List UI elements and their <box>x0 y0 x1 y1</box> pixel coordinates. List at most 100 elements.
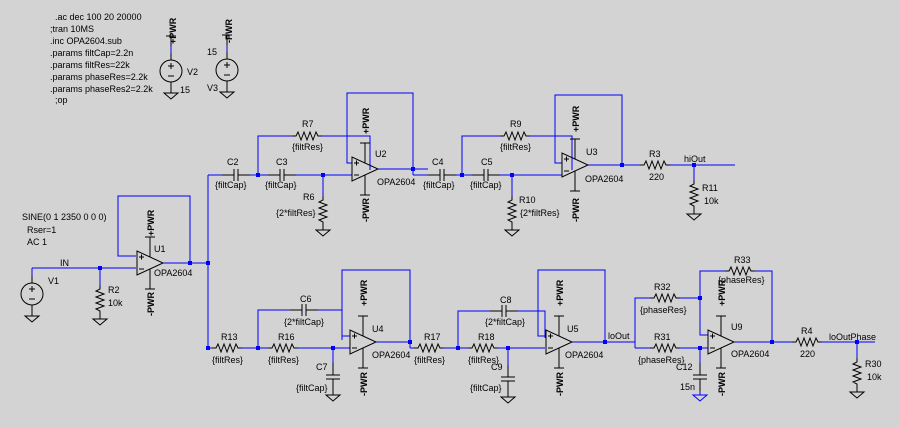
u2-name: U2 <box>375 149 387 159</box>
opamp-u3[interactable]: +PWR -PWR U3 OPA2604 <box>561 105 623 222</box>
opamp-u4[interactable]: +PWR -PWR U4 OPA2604 <box>349 279 410 396</box>
source-v2[interactable]: +PWR V2 15 <box>159 17 198 100</box>
c6-value: {2*filtCap} <box>284 317 324 327</box>
directive-param-filtres: .params filtRes=22k <box>50 60 130 70</box>
c7-name: C7 <box>316 362 328 372</box>
r30-value: 10k <box>867 372 882 382</box>
net-label-in: IN <box>60 258 69 268</box>
resistor-r30[interactable]: R30 10k <box>849 357 882 399</box>
capacitor-c7[interactable]: C7 {filtCap} <box>296 362 341 402</box>
r9-value: {filtRes} <box>500 142 531 152</box>
resistor-r2[interactable]: R2 10k <box>92 284 123 326</box>
r2-value: 10k <box>108 298 123 308</box>
u9-neg-flag: -PWR <box>717 372 727 396</box>
v1-name: V1 <box>48 276 59 286</box>
junction-dots <box>98 163 859 350</box>
r10-name: R10 <box>519 195 536 205</box>
u5-model: OPA2604 <box>565 350 603 360</box>
directive-tran: ;tran 10MS <box>50 24 94 34</box>
c5-name: C5 <box>481 157 493 167</box>
r3-value: 220 <box>649 172 664 182</box>
resistor-r9[interactable]: R9 {filtRes} <box>499 119 531 152</box>
u4-model: OPA2604 <box>372 350 410 360</box>
u3-name: U3 <box>586 147 598 157</box>
v3-neg-flag-label: -PWR <box>224 19 234 43</box>
r10-value: {2*filtRes} <box>520 208 560 218</box>
u4-name: U4 <box>372 324 384 334</box>
u1-model: OPA2604 <box>154 268 192 278</box>
r7-value: {filtRes} <box>292 142 323 152</box>
r6-value: {2*filtRes} <box>276 208 316 218</box>
r13-value: {filtRes} <box>212 355 243 365</box>
c12-value: 15n <box>680 382 695 392</box>
capacitor-c4[interactable]: C4 {filtCap} <box>423 157 457 190</box>
directive-param-phaseres2: .params phaseRes2=2.2k <box>50 84 153 94</box>
wires <box>32 45 875 365</box>
resistor-r11[interactable]: R11 10k <box>686 179 719 221</box>
u1-neg-flag: -PWR <box>146 292 156 316</box>
resistor-r17[interactable]: R17 {filtRes} <box>413 332 445 365</box>
resistor-r16[interactable]: R16 {filtRes} <box>267 332 299 365</box>
u2-pos-flag: +PWR <box>361 107 371 134</box>
c5-value: {filtCap} <box>470 180 502 190</box>
u3-model: OPA2604 <box>585 174 623 184</box>
r33-value: {phaseRes} <box>718 275 765 285</box>
capacitor-c6[interactable]: C6 {2*filtCap} <box>284 294 324 327</box>
opamp-u9[interactable]: +PWR -PWR U9 OPA2604 <box>707 279 769 396</box>
u9-pos-flag: +PWR <box>717 279 727 306</box>
u5-pos-flag: +PWR <box>555 279 565 306</box>
resistor-r7[interactable]: R7 {filtRes} <box>291 119 323 152</box>
capacitor-c3[interactable]: C3 {filtCap} <box>265 157 297 190</box>
c3-value: {filtCap} <box>265 180 297 190</box>
c12-name: C12 <box>676 362 693 372</box>
source-v1[interactable]: SINE(0 1 2350 0 0 0) Rser=1 AC 1 V1 <box>20 212 107 323</box>
resistor-r13[interactable]: R13 {filtRes} <box>211 332 243 365</box>
capacitor-c8[interactable]: C8 {2*filtCap} <box>485 295 525 327</box>
v2-value: 15 <box>180 85 190 95</box>
r33-name: R33 <box>734 255 751 265</box>
directive-param-filtcap: .params filtCap=2.2n <box>50 48 133 58</box>
resistor-r10[interactable]: R10 {2*filtRes} <box>504 195 560 237</box>
resistor-r6[interactable]: R6 {2*filtRes} <box>276 192 331 237</box>
r18-name: R18 <box>478 332 495 342</box>
r32-value: {phaseRes} <box>640 305 687 315</box>
resistor-r33[interactable]: R33 {phaseRes} <box>718 255 765 285</box>
resistor-r3[interactable]: R3 220 <box>639 149 671 182</box>
r32-name: R32 <box>654 282 671 292</box>
capacitor-c2[interactable]: C2 {filtCap} <box>215 157 251 190</box>
r11-name: R11 <box>702 183 718 193</box>
directive-op: ;op <box>55 95 68 105</box>
u1-pos-flag: +PWR <box>146 209 156 236</box>
r11-value: 10k <box>704 196 719 206</box>
r4-value: 220 <box>800 349 815 359</box>
resistor-r18[interactable]: R18 {filtRes} <box>467 332 499 365</box>
r17-value: {filtRes} <box>414 355 445 365</box>
r9-name: R9 <box>510 119 522 129</box>
c9-name: C9 <box>491 362 503 372</box>
r16-name: R16 <box>278 332 295 342</box>
resistor-r32[interactable]: R32 {phaseRes} <box>640 282 687 315</box>
r2-name: R2 <box>108 285 120 295</box>
opamp-u5[interactable]: +PWR -PWR U5 OPA2604 <box>545 279 603 396</box>
capacitor-c5[interactable]: C5 {filtCap} <box>470 157 502 190</box>
net-label-looutphase: loOutPhase <box>829 332 876 342</box>
u4-pos-flag: +PWR <box>359 279 369 306</box>
c7-value: {filtCap} <box>296 383 328 393</box>
spice-directives: .ac dec 100 20 20000 ;tran 10MS .inc OPA… <box>50 12 153 105</box>
v2-pos-flag-label: +PWR <box>168 17 178 44</box>
capacitor-c12[interactable]: C12 15n <box>676 362 708 402</box>
opamp-u2[interactable]: +PWR -PWR U2 OPA2604 <box>351 107 415 222</box>
u4-neg-flag: -PWR <box>359 372 369 396</box>
resistor-r4[interactable]: R4 220 <box>791 326 823 359</box>
directive-include: .inc OPA2604.sub <box>50 36 122 46</box>
u5-name: U5 <box>567 324 579 334</box>
r31-name: R31 <box>654 332 671 342</box>
source-v3[interactable]: -PWR 15 V3 <box>207 19 239 99</box>
r31-value: {phaseRes} <box>638 355 685 365</box>
opamp-u1[interactable]: +PWR -PWR U1 OPA2604 <box>136 209 192 316</box>
r7-name: R7 <box>302 119 314 129</box>
directive-param-phaseres: .params phaseRes=2.2k <box>50 72 148 82</box>
capacitor-c9[interactable]: C9 {filtCap} <box>470 362 516 404</box>
v1-spec-sine: SINE(0 1 2350 0 0 0) <box>22 212 107 222</box>
resistor-r31[interactable]: R31 {phaseRes} <box>638 332 685 365</box>
